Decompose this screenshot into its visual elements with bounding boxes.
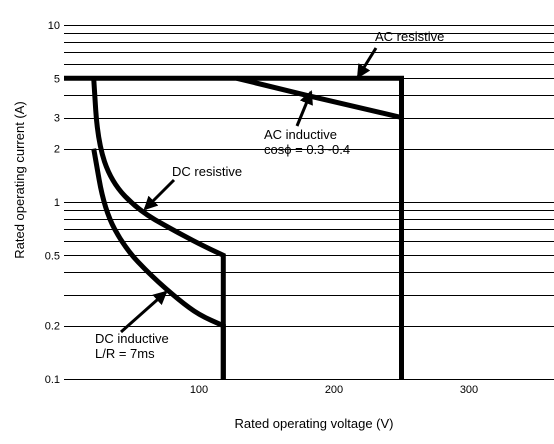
tick-labels: 0.1 0.2 0.5 1 2 3 5 10 100 200 300 [45, 20, 478, 396]
x-tick-label: 300 [460, 384, 478, 396]
annotation-label: AC inductive [264, 127, 337, 142]
annotation-arrow [356, 47, 378, 79]
series-line-2 [236, 75, 403, 120]
series-line-4 [91, 148, 226, 379]
annotation-arrow [120, 290, 168, 334]
annotation-label: DC inductive [95, 331, 169, 346]
x-tick-label: 100 [190, 384, 208, 396]
annotation-arrow [295, 90, 313, 127]
y-tick-label: 5 [54, 73, 60, 85]
annotation-1: AC resistive [356, 29, 444, 79]
y-tick-label: 10 [48, 20, 60, 32]
annotation-label: AC resistive [375, 29, 444, 44]
y-tick-label: 0.1 [45, 374, 60, 386]
series-line-3 [91, 78, 226, 379]
y-axis-title: Rated operating current (A) [12, 101, 27, 259]
annotation-label: DC resistive [172, 164, 242, 179]
y-tick-label: 0.2 [45, 321, 60, 333]
annotation-3: DC resistive [143, 164, 242, 211]
annotation-label: cosϕ = 0.3~0.4 [264, 142, 350, 157]
y-tick-label: 1 [54, 197, 60, 209]
annotation-arrow [143, 178, 176, 211]
x-tick-label: 200 [325, 384, 343, 396]
y-tick-label: 3 [54, 113, 60, 125]
annotation-label: L/R = 7ms [95, 346, 155, 361]
y-tick-label: 0.5 [45, 250, 60, 262]
y-tick-label: 2 [54, 144, 60, 156]
series-line-1 [64, 75, 404, 379]
x-axis-title: Rated operating voltage (V) [235, 416, 394, 431]
